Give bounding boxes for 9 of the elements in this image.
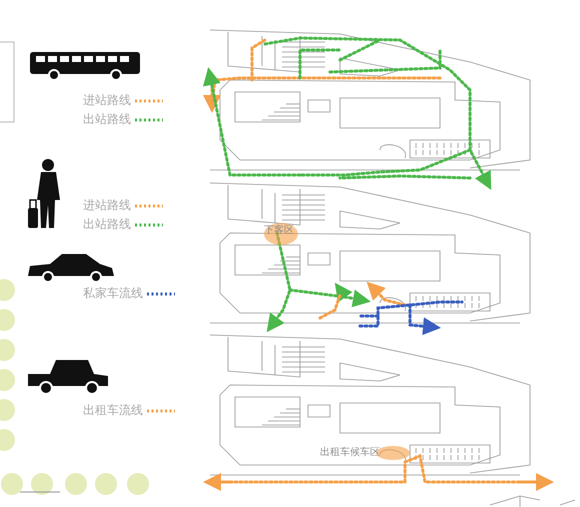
legend-text: 出站路线	[83, 111, 131, 128]
legend-text: 出租车流线	[83, 402, 143, 419]
legend-text: 进站路线	[83, 92, 131, 109]
taxi-waiting-zone	[320, 444, 410, 458]
zone-label: 下客区	[264, 224, 294, 237]
legend-text: 出站路线	[83, 216, 131, 233]
legend-text: 进站路线	[83, 197, 131, 214]
drop-off-zone	[264, 223, 298, 245]
legend-text: 私家车流线	[83, 285, 143, 302]
